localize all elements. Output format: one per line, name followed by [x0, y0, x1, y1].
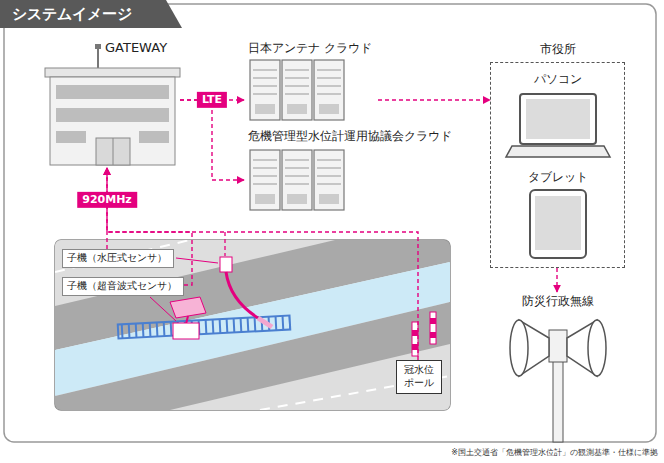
dashed-connector	[180, 100, 244, 180]
illustration-part	[526, 99, 590, 139]
dashed-connector	[378, 99, 490, 100]
illustration-part	[506, 146, 610, 157]
illustration-part	[55, 240, 450, 410]
illustration-part	[549, 330, 567, 362]
footnote: ※国土交通省「危機管理水位計」の観測基準・仕様に準拠	[451, 447, 658, 458]
node-text: 防災行政無線	[522, 294, 594, 309]
device-node: パソコン	[505, 70, 610, 162]
illustration-part	[95, 44, 101, 49]
illustration-part	[553, 360, 563, 442]
illustration-part	[282, 150, 312, 210]
node-text: 日本アンテナ クラウド	[248, 41, 372, 56]
illustration-part	[226, 272, 258, 318]
gateway-building	[45, 44, 180, 165]
illustration-part	[412, 344, 418, 350]
illustration-part	[412, 330, 418, 336]
edge-label: LTE	[197, 92, 227, 108]
illustration-part	[118, 316, 290, 339]
loudspeaker-tower	[510, 320, 606, 442]
illustration-part	[170, 344, 450, 410]
sensor-label: 子機（水圧式センサ）	[62, 249, 174, 268]
illustration-part	[314, 60, 344, 120]
illustration-part	[510, 320, 528, 376]
node-text: 子機（超音波式センサ）	[67, 280, 177, 292]
illustration-part	[173, 323, 199, 339]
illustration-part	[412, 322, 418, 356]
illustration-part	[520, 94, 596, 144]
title-tab	[0, 0, 182, 28]
device-node: タブレット	[505, 168, 610, 260]
illustration-part	[224, 232, 225, 256]
sensor-label: 子機（超音波式センサ）	[62, 277, 184, 296]
illustration-part	[45, 68, 180, 77]
dashed-connector	[556, 268, 557, 292]
gateway-node: GATEWAY	[40, 38, 180, 168]
diagram-title: システムイメージ	[12, 5, 132, 24]
illustration-part	[220, 257, 232, 272]
laptop-icon	[506, 94, 610, 157]
illustration-part	[530, 190, 586, 258]
illustration-part	[430, 312, 436, 344]
illustration-part	[96, 138, 130, 165]
illustration-part	[258, 318, 272, 327]
illustration-part	[588, 320, 606, 376]
illustration-part	[55, 240, 450, 410]
city-hall-group: パソコンタブレット 市役所	[490, 40, 625, 268]
river-scene	[55, 232, 450, 410]
illustration-part	[56, 108, 169, 122]
illustration-part	[139, 131, 169, 143]
radio-node: 防災行政無線	[495, 292, 620, 442]
node-text: タブレット	[528, 170, 588, 185]
illustration-part	[314, 150, 344, 210]
illustration-part	[55, 302, 450, 410]
node-text: 市役所	[540, 42, 576, 57]
node-text: パソコン	[534, 72, 582, 87]
node-text: GATEWAY	[105, 40, 167, 56]
illustration-part	[176, 258, 218, 263]
edge-label: 920MHz	[77, 192, 137, 208]
outer-frame	[4, 4, 656, 442]
illustration-part	[56, 85, 169, 99]
illustration-part	[56, 131, 86, 143]
node-text: 危機管理型水位計運用協議会クラウド	[248, 129, 452, 144]
illustration-part	[150, 297, 176, 321]
group-outline	[490, 62, 625, 268]
illustration-part	[282, 60, 312, 120]
tablet-icon	[530, 190, 586, 258]
illustration-part	[55, 240, 335, 306]
cloud-node: 日本アンテナ クラウド	[244, 40, 378, 122]
node-text: 子機（水圧式センサ）	[67, 252, 167, 264]
illustration-part	[250, 60, 280, 120]
node-text: 冠水位 ポール	[402, 364, 436, 389]
illustration-part	[50, 77, 175, 165]
illustration-part	[430, 318, 436, 324]
pole-label: 冠水位 ポール	[396, 360, 442, 394]
illustration-part	[535, 196, 581, 250]
illustration-part	[55, 240, 190, 272]
illustration-part	[250, 150, 280, 210]
flood-pole	[412, 312, 436, 356]
illustration-part	[430, 332, 436, 338]
cloud-node: 危機管理型水位計運用協議会クラウド	[244, 128, 458, 212]
illustration-part	[118, 316, 290, 339]
illustration-part	[113, 138, 114, 165]
illustration-part	[170, 297, 206, 318]
